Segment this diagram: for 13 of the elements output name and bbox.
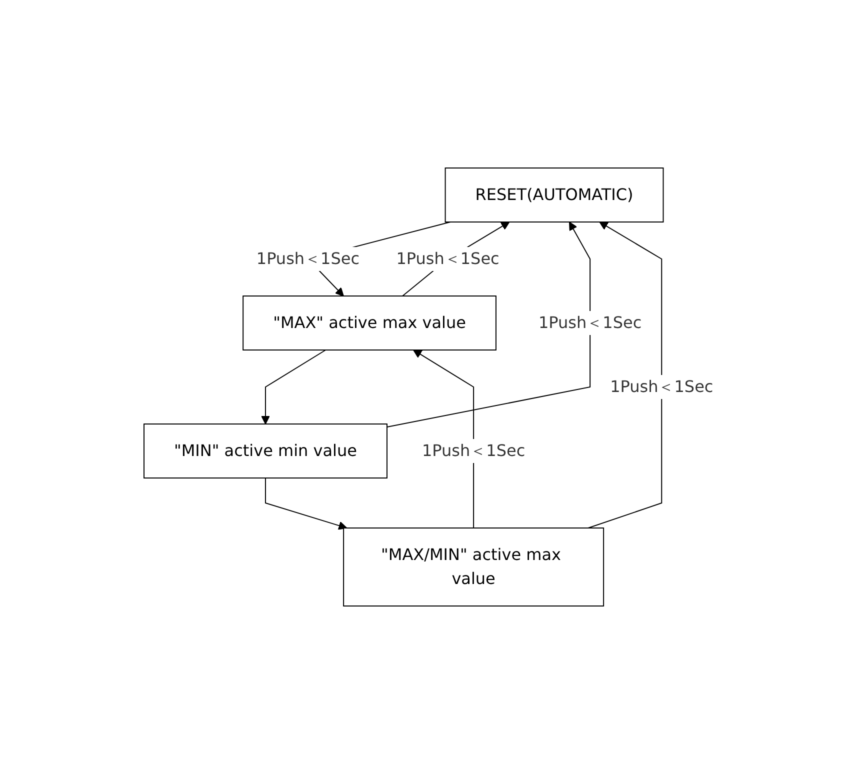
node-box: "MIN" active min value xyxy=(144,424,388,478)
edge-label: 1Push＜1Sec xyxy=(396,249,500,268)
arrow xyxy=(413,350,474,528)
edge-label: 1Push＜1Sec xyxy=(538,313,642,332)
arrow xyxy=(261,350,327,424)
arrow xyxy=(588,222,663,528)
edge-label: 1Push＜1Sec xyxy=(610,377,714,396)
edge-label: 1Push＜1Sec xyxy=(422,441,526,460)
edge-label: 1Push＜1Sec xyxy=(256,249,360,268)
node-box: "MAX" active max value xyxy=(242,296,497,350)
node-box: "MAX/MIN" active max value xyxy=(343,528,604,606)
node-box: RESET(AUTOMATIC) xyxy=(445,168,664,222)
arrow xyxy=(265,478,348,530)
